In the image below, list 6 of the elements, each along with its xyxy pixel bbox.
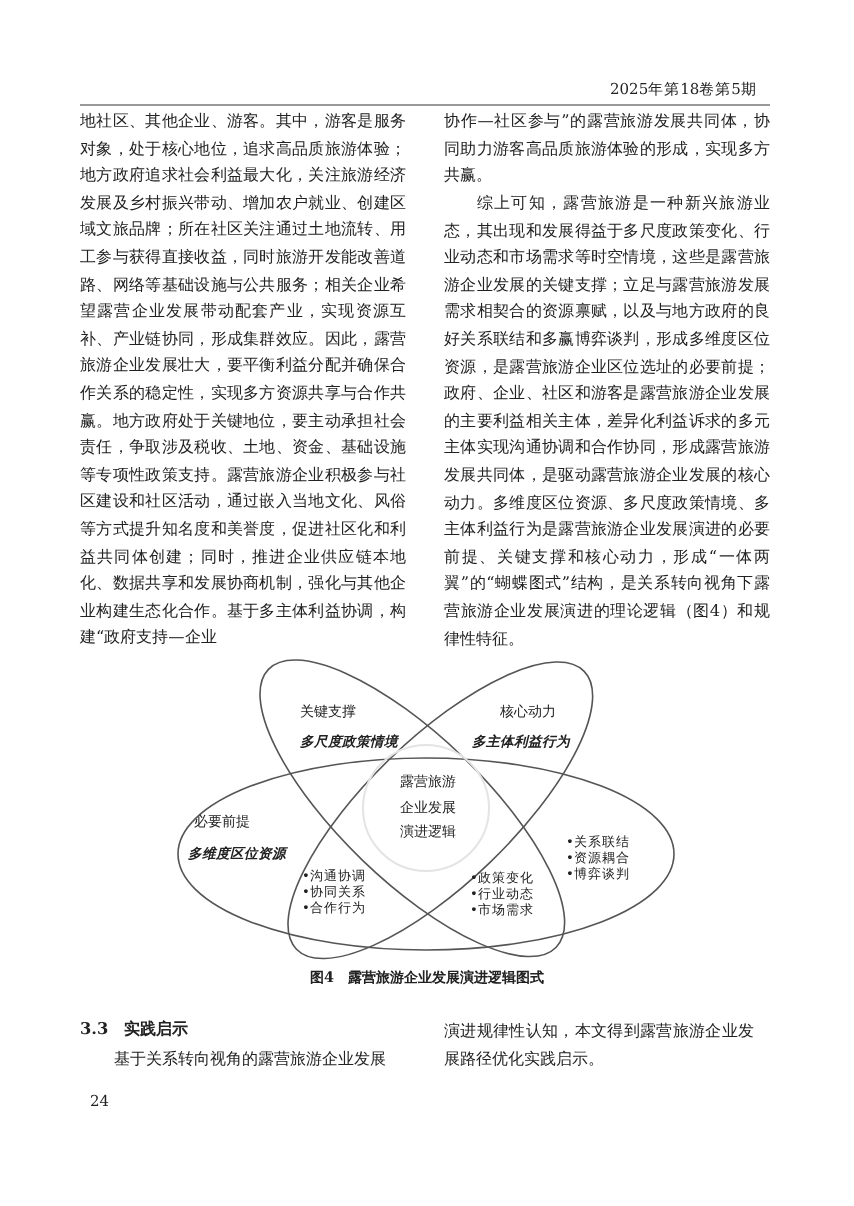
body-paragraph: 演进规律性认知，本文得到露营旅游企业发展路径优化实践启示。 (444, 1018, 754, 1072)
section-heading: 3.3 实践启示 (80, 1018, 189, 1040)
body-paragraph: 地社区、其他企业、游客。其中，游客是服务对象，处于核心地位，追求高品质旅游体验；地方政府追求社会利益最大化，关注旅游经济发展及乡村振兴带动、增加农户就业、创建区域文旅品牌；所在社区关注通过土地流转、用工参与获得直接收益，同时旅游开发能改善道路、网络等基础设施与公共服务；相关企业希望露营企业发展带动配套产业，实现资源互补、产业链协同，形成集群效应。因此，露营旅游企业发展壮大，要平衡利益分配并确保合作关系的稳定性，实现多方资源共享与合作共赢。地方政府处于关键地位，要主动承担社会责任，争取涉及税收、土地、资金、基础设施等专项性政策支持。露营旅游企业积极参与社区建设和社区活动，通过嵌入当地文化、风俗等方式提升知名度和美誉度，促进社区化和利益共同体创建；同时，推进企业供应链本地化、数据共享和发展协商机制，强化与其他企业构建生态化合作。基于多主体利益协调，构建“政府支持—企业 (80, 108, 406, 651)
body-paragraph: 协作—社区参与”的露营旅游发展共同体，协同助力游客高品质旅游体验的形成，实现多方共赢。 (444, 108, 770, 189)
body-paragraph: 基于关系转向视角的露营旅游企业发展 (114, 1046, 388, 1072)
body-paragraph: 综上可知，露营旅游是一种新兴旅游业态，其出现和发展得益于多尺度政策变化、行业动态和市场需求等时空情境，这些是露营旅游企业发展的关键支撑；立足与露营旅游发展需求相契合的资源禀赋，以及与地方政府的良好关系联结和多赢博弈谈判，形成多维度区位资源，是露营旅游企业区位选址的必要前提；政府、企业、社区和游客是露营旅游企业发展的主要利益相关主体，差异化利益诉求的多元主体实现沟通协调和合作协同，形成露营旅游发展共同体，是驱动露营旅游企业发展的核心动力。多维度区位资源、多尺度政策情境、多主体利益行为是露营旅游企业发展演进的必要前提、关键支撑和核心动力，形成“一体两翼”的“蝴蝶图式”结构，是关系转向视角下露营旅游企业发展演进的理论逻辑（图4）和规律性特征。 (444, 190, 770, 651)
